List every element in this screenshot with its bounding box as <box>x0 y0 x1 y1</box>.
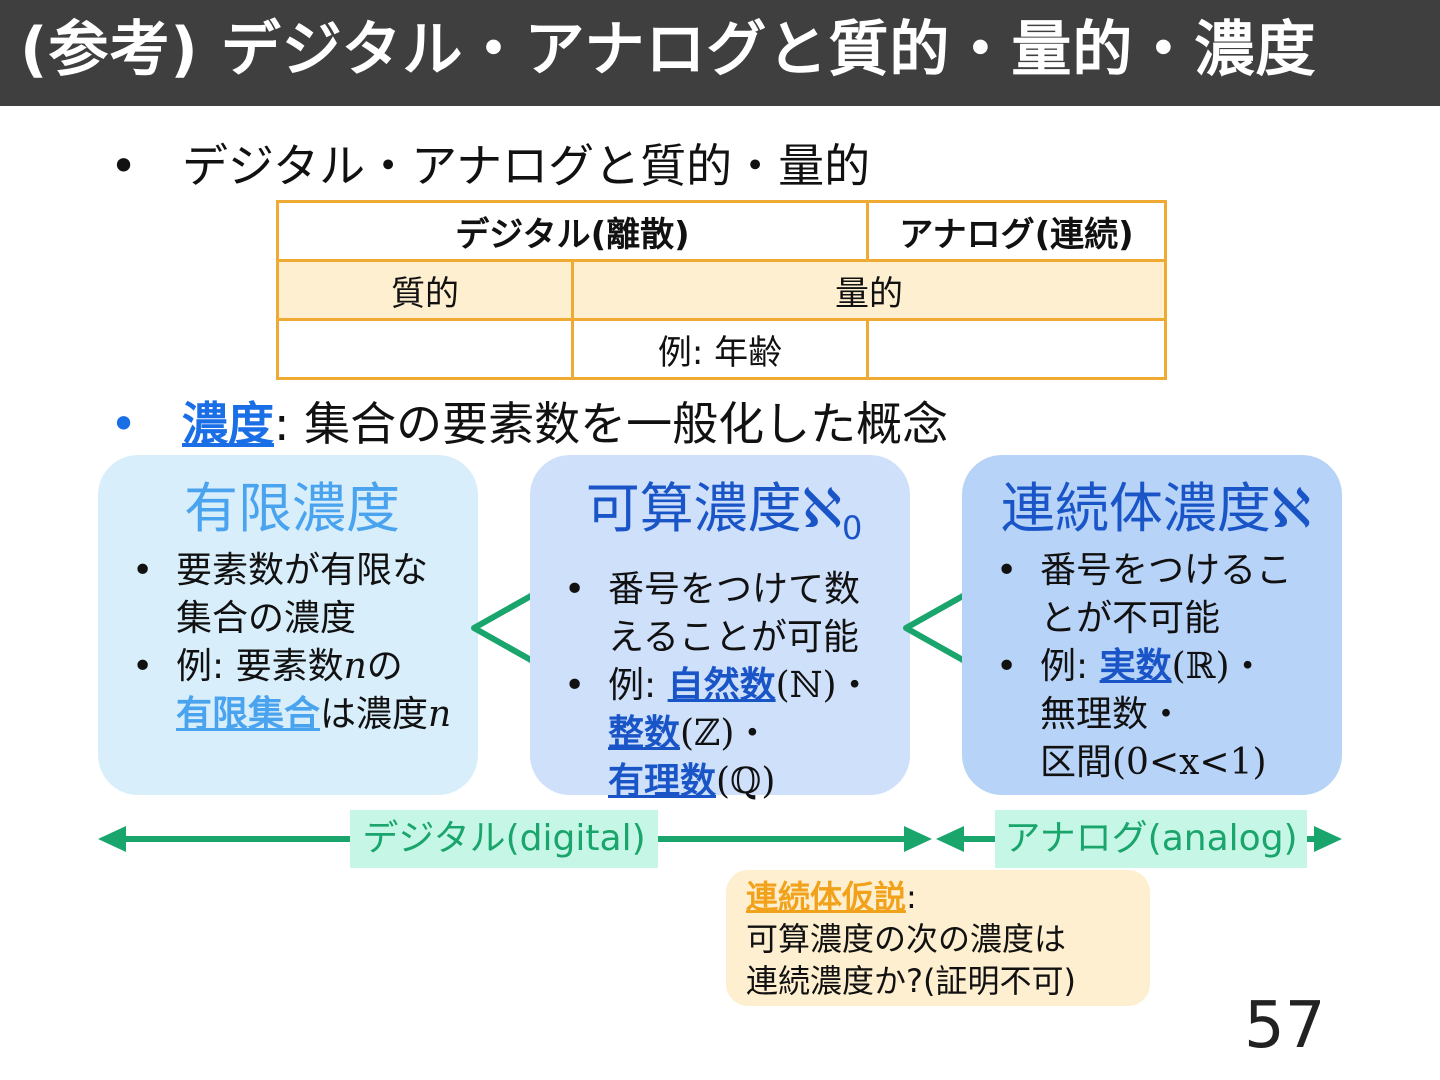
list-item: 例: 実数(ℝ)・無理数・区間(0<x<1) <box>994 643 1318 787</box>
countable-cardinality-card: 可算濃度ℵ0 番号をつけて数えることが可能 例: 自然数(ℕ)・整数(ℤ)・有理… <box>530 455 910 802</box>
header-analog: アナログ(連続) <box>866 200 1167 262</box>
item-text: の <box>366 646 403 687</box>
continuum-cardinality-card: 連続体濃度ℵ 番号をつけることが不可能 例: 実数(ℝ)・無理数・区間(0<x<… <box>962 455 1342 795</box>
header-digital: デジタル(離散) <box>276 200 869 262</box>
natural-numbers-link[interactable]: 自然数 <box>667 664 776 706</box>
cell-empty <box>276 318 574 380</box>
table-header-row: デジタル(離散) アナログ(連続) <box>276 200 1167 262</box>
integers-link[interactable]: 整数 <box>608 712 681 754</box>
rationals-link[interactable]: 有理数 <box>608 760 717 802</box>
item-text: 番号をつけて数えることが可能 <box>608 568 861 658</box>
list-item: 要素数が有限な集合の濃度 <box>130 547 454 643</box>
slide-title: (参考) デジタル・アナログと質的・量的・濃度 <box>20 15 1317 85</box>
interval-text: 区間(0<x<1) <box>1040 742 1267 783</box>
aleph-subscript: 0 <box>841 508 863 547</box>
cell-qualitative: 質的 <box>276 259 574 321</box>
item-text: 要素数が有限な集合の濃度 <box>176 550 429 639</box>
comparison-table: デジタル(離散) アナログ(連続) 質的 量的 例: 年齢 <box>276 200 1167 380</box>
hypothesis-line: 連続濃度か?(証明不可) <box>746 962 1076 1000</box>
item-text: 番号をつけることが不可能 <box>1040 550 1293 639</box>
card-title-text: 可算濃度 <box>585 477 802 540</box>
list-item: 番号をつけることが不可能 <box>994 547 1318 643</box>
page-number: 57 <box>1244 989 1326 1063</box>
real-numbers-link[interactable]: 実数 <box>1099 646 1172 687</box>
math-var: n <box>428 694 452 735</box>
cell-quantitative: 量的 <box>571 259 1167 321</box>
list-item: 番号をつけて数えることが可能 <box>562 566 886 662</box>
hypothesis-colon: : <box>906 878 917 916</box>
cardinality-link[interactable]: 濃度 <box>182 397 274 451</box>
aleph-symbol: ℵ <box>801 477 842 540</box>
digital-range-label: デジタル(digital) <box>350 810 658 868</box>
bullet-marker: • <box>110 397 138 451</box>
card-list: 番号をつけることが不可能 例: 実数(ℝ)・無理数・区間(0<x<1) <box>994 547 1318 787</box>
hypothesis-heading: 連続体仮説: <box>746 876 1130 918</box>
analog-range-label: アナログ(analog) <box>995 810 1307 868</box>
title-bar: (参考) デジタル・アナログと質的・量的・濃度 <box>0 0 1440 106</box>
bullet-digital-analog: • デジタル・アナログと質的・量的 <box>110 138 870 194</box>
card-title: 有限濃度 <box>184 477 400 540</box>
item-text: 無理数・ <box>1040 694 1185 735</box>
continuum-hypothesis-box: 連続体仮説: 可算濃度の次の濃度は 連続濃度か?(証明不可) <box>726 870 1150 1006</box>
aleph-symbol: ℵ <box>1270 477 1312 540</box>
bullet-cardinality: • 濃度: 集合の要素数を一般化した概念 <box>110 396 948 452</box>
cell-example-age: 例: 年齢 <box>571 318 869 380</box>
card-title-text: 連続体濃度 <box>1000 477 1271 540</box>
item-text: は濃度 <box>320 694 429 735</box>
table-row: 質的 量的 <box>276 259 1167 321</box>
math-symbol: (ℚ) <box>716 760 776 802</box>
math-symbol: (ℕ)・ <box>775 664 873 706</box>
math-symbol: (ℝ)・ <box>1171 646 1266 687</box>
hypothesis-line: 可算濃度の次の濃度は <box>746 920 1067 958</box>
card-list: 番号をつけて数えることが可能 例: 自然数(ℕ)・整数(ℤ)・有理数(ℚ) <box>562 566 886 806</box>
item-text: 例: <box>1040 646 1100 687</box>
math-var: n <box>343 646 367 687</box>
card-title: 連続体濃度ℵ <box>994 477 1318 541</box>
continuum-hypothesis-link[interactable]: 連続体仮説 <box>746 878 907 916</box>
bullet-text: デジタル・アナログと質的・量的 <box>182 139 871 193</box>
less-than-symbol <box>471 589 540 667</box>
list-item: 例: 自然数(ℕ)・整数(ℤ)・有理数(ℚ) <box>562 662 886 806</box>
finite-set-link[interactable]: 有限集合 <box>176 694 321 735</box>
math-symbol: (ℤ)・ <box>680 712 771 754</box>
card-title: 可算濃度ℵ0 <box>562 477 886 560</box>
cell-empty <box>866 318 1167 380</box>
bullet-marker: • <box>110 139 138 193</box>
item-text: 例: 要素数 <box>176 646 344 687</box>
item-text: 例: <box>608 664 668 706</box>
less-than-symbol <box>903 589 972 667</box>
table-row: 例: 年齢 <box>276 318 1167 380</box>
bullet-text: : 集合の要素数を一般化した概念 <box>274 397 949 451</box>
